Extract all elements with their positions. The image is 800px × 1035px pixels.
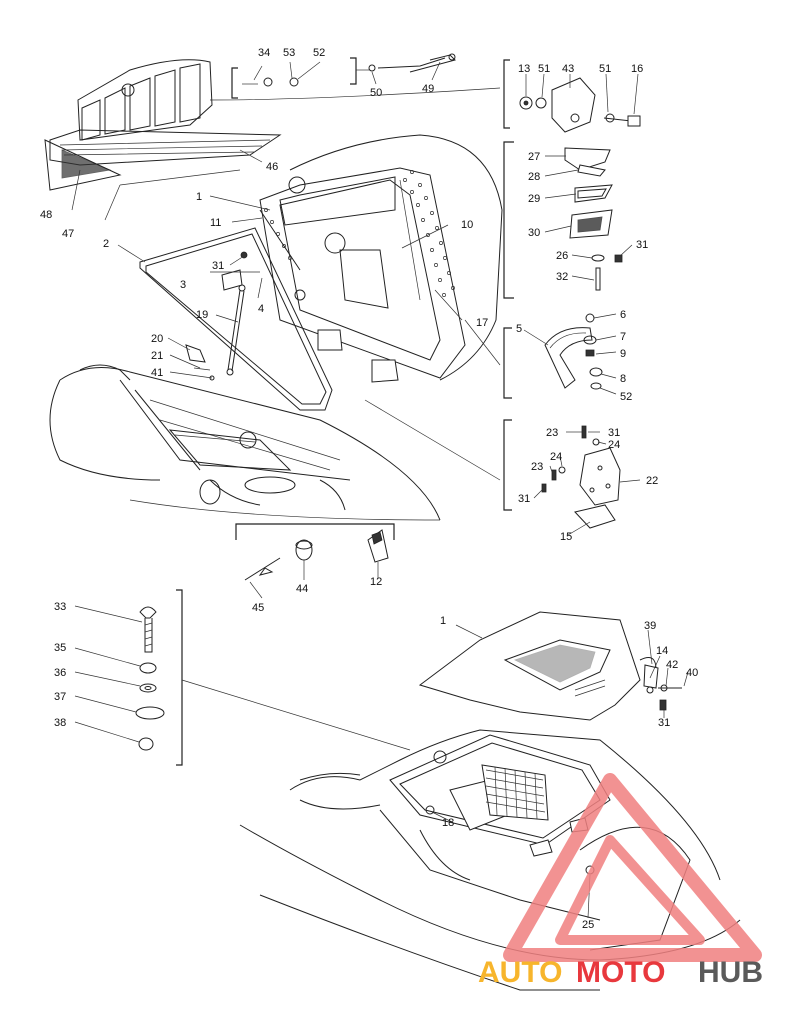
label-9: 9 xyxy=(620,348,626,360)
label-48: 48 xyxy=(40,209,52,221)
label-17: 17 xyxy=(476,317,488,329)
label-33: 33 xyxy=(54,601,66,613)
label-7: 7 xyxy=(620,331,626,343)
label-14: 14 xyxy=(656,645,668,657)
gasket-2 xyxy=(139,227,333,411)
label-16: 16 xyxy=(631,63,643,75)
label-24-top: 24 xyxy=(608,439,620,451)
label-19: 19 xyxy=(196,309,208,321)
label-30: 30 xyxy=(528,227,540,239)
watermark-text-moto: MOTO xyxy=(576,956,665,989)
label-51-right: 51 xyxy=(599,63,611,75)
cable-49 xyxy=(368,53,456,73)
label-2: 2 xyxy=(103,238,109,250)
label-36: 36 xyxy=(54,667,66,679)
label-31-gasket: 31 xyxy=(212,260,224,272)
label-1-bottom: 1 xyxy=(440,615,446,627)
label-3: 3 xyxy=(180,279,186,291)
label-44: 44 xyxy=(296,583,308,595)
hinge-22-group xyxy=(503,419,621,529)
label-35: 35 xyxy=(54,642,66,654)
label-12: 12 xyxy=(370,576,382,588)
label-23-top: 23 xyxy=(546,427,558,439)
label-41: 41 xyxy=(151,367,163,379)
label-18: 18 xyxy=(442,817,454,829)
label-10: 10 xyxy=(461,219,473,231)
label-50: 50 xyxy=(370,87,382,99)
label-29: 29 xyxy=(528,193,540,205)
label-26: 26 xyxy=(556,250,568,262)
label-22: 22 xyxy=(646,475,658,487)
label-28: 28 xyxy=(528,171,540,183)
label-21: 21 xyxy=(151,350,163,362)
label-20: 20 xyxy=(151,333,163,345)
watermark-triangle-icon xyxy=(503,773,762,962)
latch-27-group xyxy=(503,141,623,299)
label-4: 4 xyxy=(258,303,264,315)
watermark-text-hub: HUB xyxy=(698,956,763,989)
label-31-hinge-top: 31 xyxy=(608,427,620,439)
label-24-mid: 24 xyxy=(550,451,562,463)
label-51-left: 51 xyxy=(538,63,550,75)
label-43: 43 xyxy=(562,63,574,75)
label-39: 39 xyxy=(644,620,656,632)
label-53: 53 xyxy=(283,47,295,59)
top-hardware-group xyxy=(209,57,501,101)
label-45: 45 xyxy=(252,602,264,614)
label-32: 32 xyxy=(556,271,568,283)
label-25: 25 xyxy=(582,919,594,931)
hardware-44-45-12 xyxy=(235,523,395,581)
label-42: 42 xyxy=(666,659,678,671)
label-49: 49 xyxy=(422,83,434,95)
label-1-top: 1 xyxy=(196,191,202,203)
storage-tray xyxy=(44,59,282,191)
strut-19 xyxy=(210,251,260,376)
watermark-logo: AUTO MOTO HUB xyxy=(478,773,763,989)
hood-cover-1 xyxy=(259,134,503,383)
label-31-latch: 31 xyxy=(636,239,648,251)
label-11: 11 xyxy=(210,217,221,229)
bolt-stack-33-38 xyxy=(135,589,411,766)
label-38: 38 xyxy=(54,717,66,729)
label-5: 5 xyxy=(516,323,522,335)
label-23-mid: 23 xyxy=(531,461,543,473)
label-46: 46 xyxy=(266,161,278,173)
label-40: 40 xyxy=(686,667,698,679)
label-37: 37 xyxy=(54,691,66,703)
label-52: 52 xyxy=(313,47,325,59)
boat-body-upper xyxy=(49,364,441,521)
label-47: 47 xyxy=(62,228,74,240)
leader-lines xyxy=(71,61,689,919)
label-31-hinge-bottom: 31 xyxy=(518,493,530,505)
label-31-lower: 31 xyxy=(658,717,670,729)
label-15: 15 xyxy=(560,531,572,543)
watermark-text-auto: AUTO xyxy=(478,956,562,989)
label-6: 6 xyxy=(620,309,626,321)
label-13: 13 xyxy=(518,63,530,75)
latch-43-group xyxy=(503,59,641,133)
label-8: 8 xyxy=(620,373,626,385)
label-27: 27 xyxy=(528,151,540,163)
fasteners-20-21-41 xyxy=(185,344,215,381)
label-52-bracket: 52 xyxy=(620,391,632,403)
label-34: 34 xyxy=(258,47,270,59)
boat-lower xyxy=(239,611,741,991)
part-number-labels: 34 53 52 50 49 13 51 43 51 16 27 28 29 3… xyxy=(40,47,698,931)
